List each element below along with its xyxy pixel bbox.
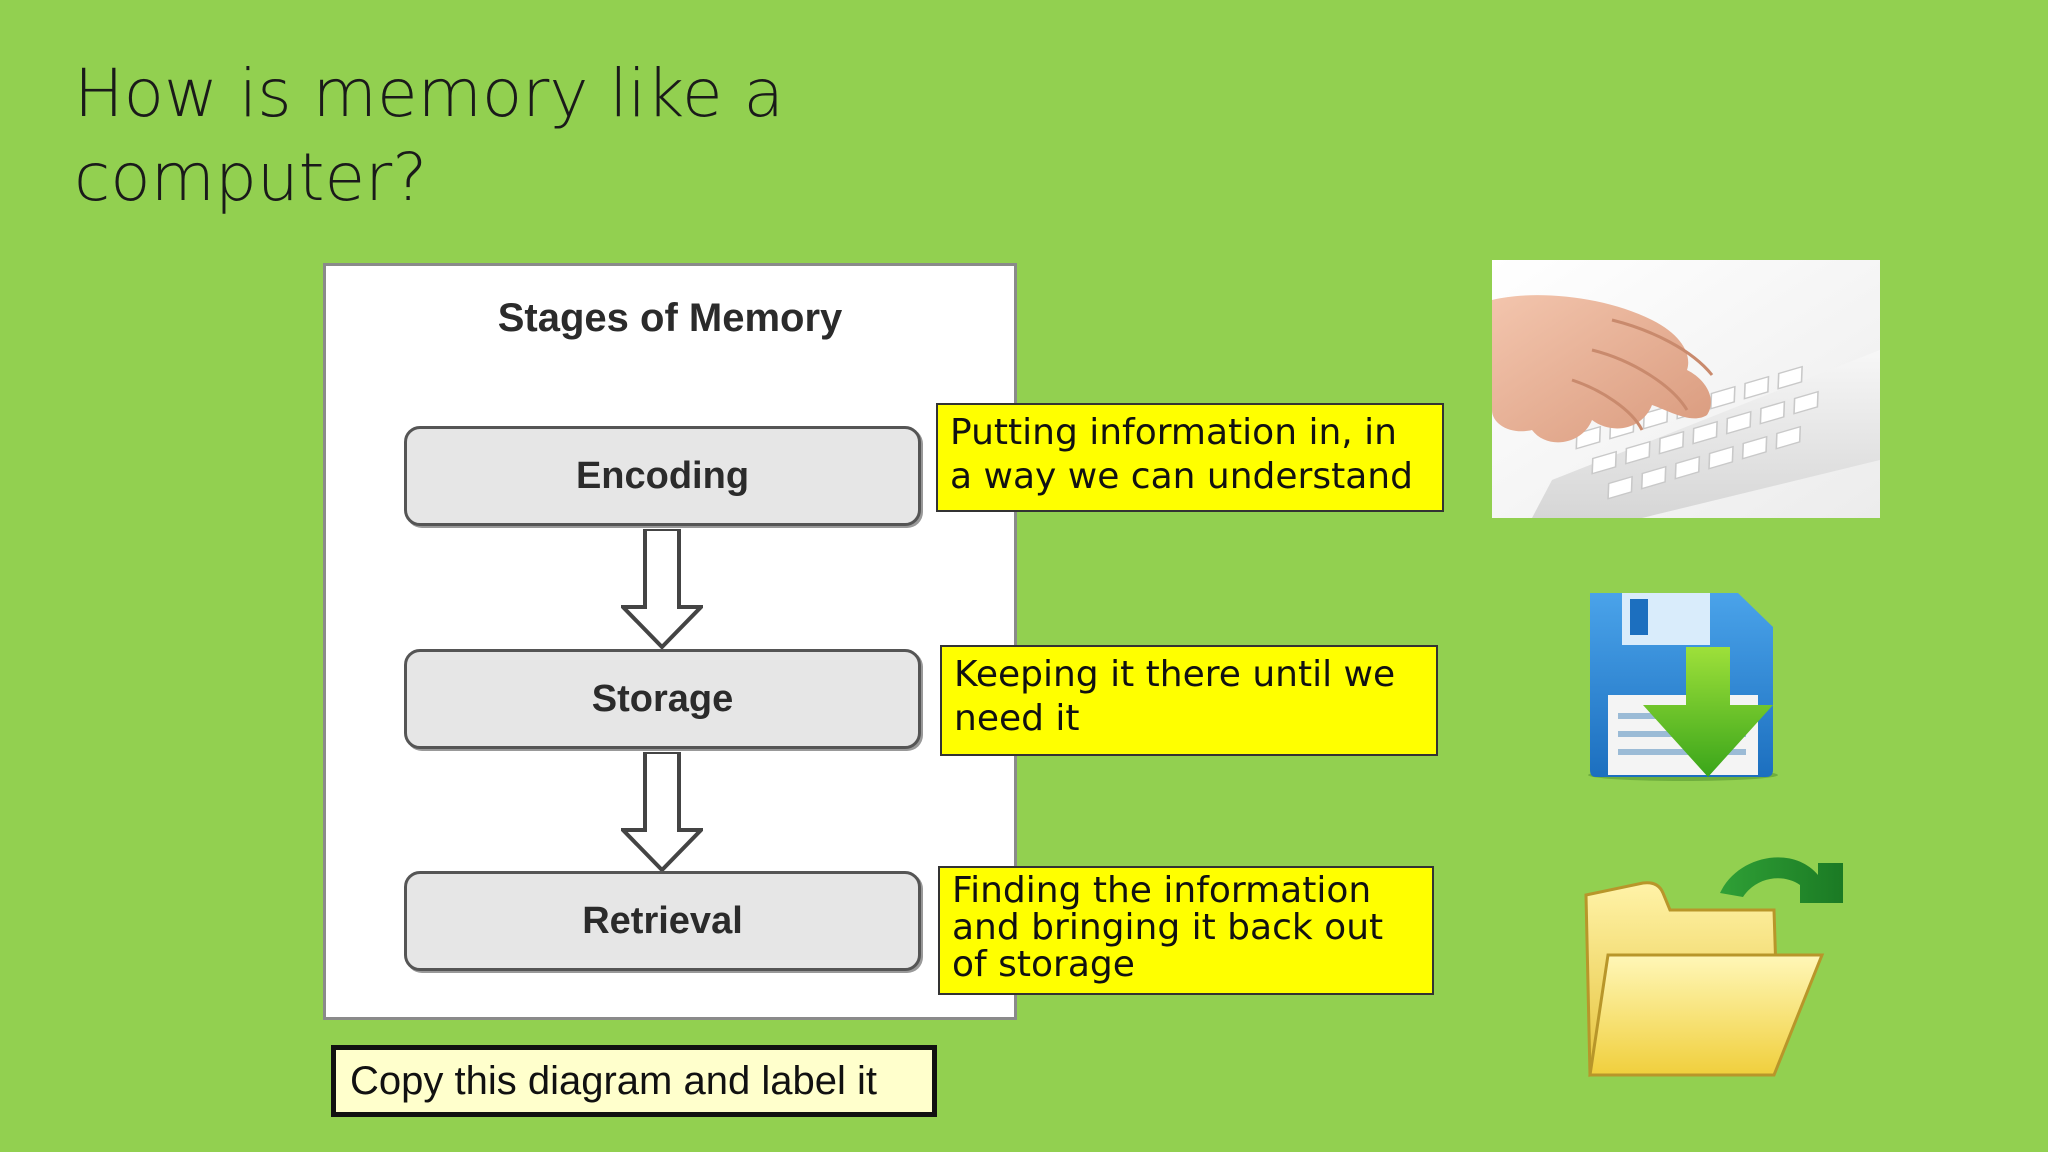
stage-storage: Storage <box>404 649 921 749</box>
retrieval-label: Finding the information and bringing it … <box>938 866 1434 995</box>
storage-label: Keeping it there until we need it <box>940 645 1438 756</box>
instruction-box: Copy this diagram and label it <box>331 1045 937 1117</box>
memory-stages-diagram: Stages of Memory Encoding Storage Retrie… <box>323 263 1017 1020</box>
floppy-disk-save-icon <box>1588 593 1778 781</box>
keyboard-typing-photo <box>1492 260 1880 518</box>
open-folder-icon <box>1584 857 1843 1077</box>
down-arrow-icon <box>621 752 703 872</box>
down-arrow-icon <box>621 529 703 649</box>
stage-encoding: Encoding <box>404 426 921 526</box>
slide-title: How is memory like a computer? <box>74 55 784 216</box>
encoding-label: Putting information in, in a way we can … <box>936 403 1444 512</box>
diagram-title: Stages of Memory <box>497 296 843 340</box>
stage-retrieval: Retrieval <box>404 871 921 971</box>
